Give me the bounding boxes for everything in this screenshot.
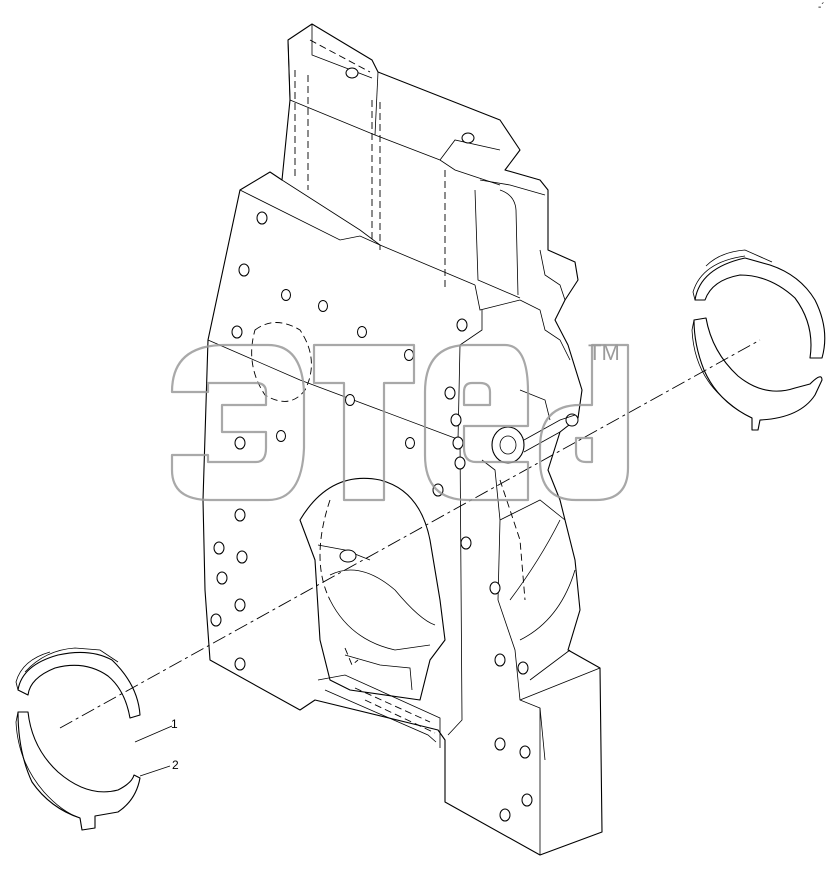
assembly-centerline — [59, 339, 761, 729]
shaft-boss — [491, 426, 525, 464]
watermark-logo: TM — [170, 340, 630, 502]
callout-1-label: 1 — [171, 717, 178, 731]
callout-1: 1 — [134, 717, 178, 743]
thrust-washer-right — [691, 249, 826, 431]
housing — [202, 23, 603, 856]
callout-2: 2 — [139, 758, 179, 777]
trademark-mark: TM — [588, 340, 620, 365]
corner-mark: -´ — [818, 1, 825, 13]
thrust-washer-left — [15, 647, 141, 831]
callout-2-label: 2 — [172, 758, 179, 772]
bolt-holes — [210, 67, 579, 822]
